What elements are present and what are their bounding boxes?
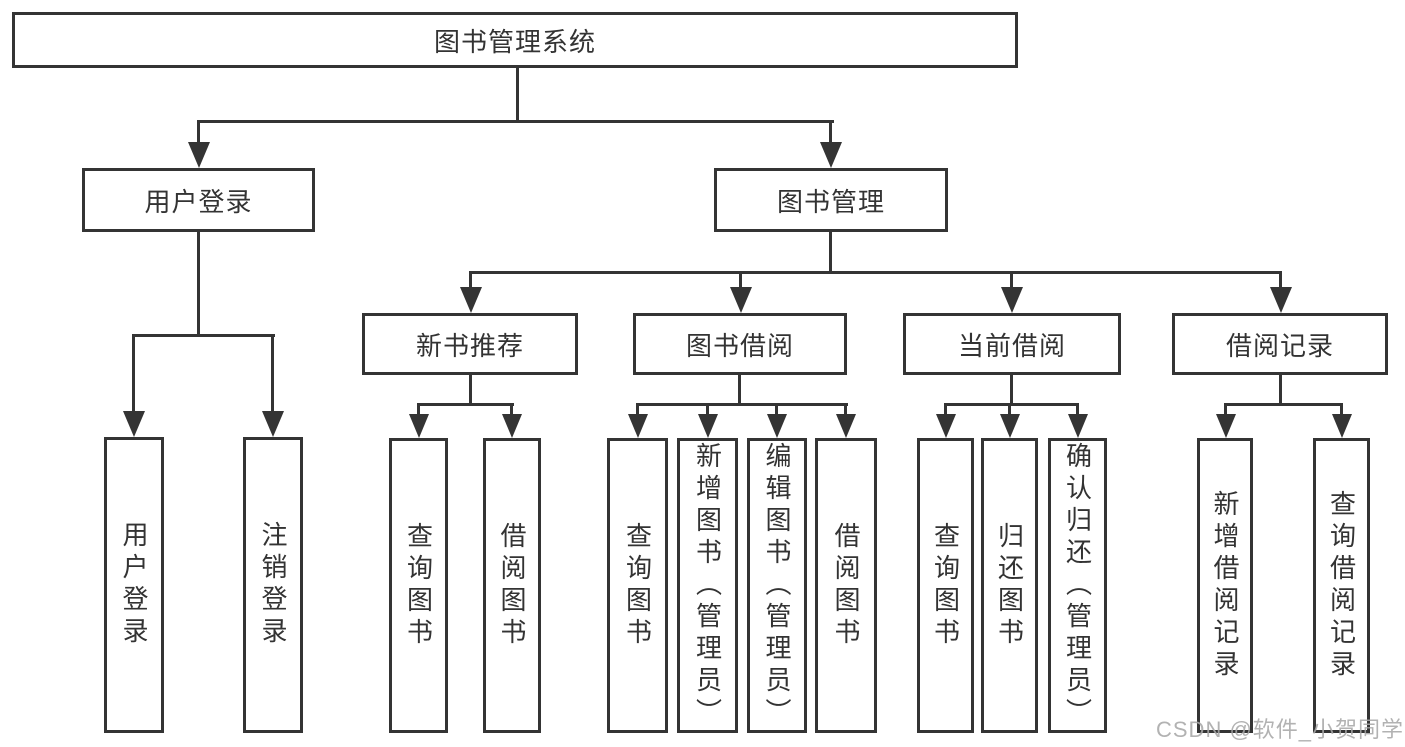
node-current-borrow-label: 当前借阅: [957, 330, 1066, 361]
arrowhead-icon: [1001, 287, 1023, 313]
connector-line: [417, 403, 420, 417]
leaf-cb-query-books-label: 查询图书: [930, 521, 961, 650]
arrowhead-icon: [1332, 414, 1352, 438]
node-root-label: 图书管理系统: [433, 26, 596, 57]
arrowhead-icon: [1270, 287, 1292, 313]
node-borrow-records-label: 借阅记录: [1225, 330, 1334, 361]
arrowhead-icon: [730, 287, 752, 313]
leaf-br-add-record-label: 新增借阅记录: [1210, 489, 1241, 682]
leaf-bb-query-books: 查询图书: [607, 438, 668, 733]
node-book-management: 图书管理: [714, 168, 948, 232]
leaf-logout-label: 注销登录: [258, 521, 289, 649]
connector-line: [510, 403, 513, 417]
connector-line: [829, 232, 832, 274]
connector-line: [197, 120, 200, 146]
connector-line: [516, 68, 519, 123]
connector-line: [1008, 403, 1011, 417]
arrowhead-icon: [767, 414, 787, 438]
leaf-cb-return-books: 归还图书: [981, 438, 1038, 733]
connector-line: [944, 403, 1079, 406]
arrowhead-icon: [1068, 414, 1088, 438]
arrowhead-icon: [262, 411, 284, 437]
connector-line: [636, 403, 848, 406]
node-new-book-recommend: 新书推荐: [362, 313, 578, 375]
arrowhead-icon: [123, 411, 145, 437]
node-borrow-records: 借阅记录: [1172, 313, 1388, 375]
leaf-logout: 注销登录: [243, 437, 303, 733]
connector-line: [944, 403, 947, 417]
arrowhead-icon: [820, 142, 842, 168]
connector-line: [1340, 403, 1343, 417]
connector-line: [738, 375, 741, 406]
arrowhead-icon: [628, 414, 648, 438]
connector-line: [132, 334, 135, 416]
connector-line: [844, 403, 847, 417]
arrowhead-icon: [936, 414, 956, 438]
arrowhead-icon: [1216, 414, 1236, 438]
connector-line: [1224, 403, 1227, 417]
leaf-bb-add-books-admin: 新增图书（管理员）: [677, 438, 738, 733]
leaf-cb-return-books-label: 归还图书: [994, 521, 1025, 650]
leaf-cb-query-books: 查询图书: [917, 438, 974, 733]
node-book-borrow: 图书借阅: [633, 313, 847, 375]
watermark: CSDN @软件_小贺同学: [1156, 717, 1405, 742]
leaf-user-login-label: 用户登录: [119, 521, 150, 649]
connector-line: [1279, 375, 1282, 406]
node-user-login-label: 用户登录: [144, 186, 253, 217]
connector-line: [271, 334, 274, 416]
leaf-bb-add-books-admin-label: 新增图书（管理员）: [692, 441, 723, 730]
leaf-cb-confirm-return-admin-label: 确认归还（管理员）: [1062, 441, 1093, 730]
connector-line: [1224, 403, 1343, 406]
connector-line: [829, 120, 832, 146]
connector-line: [469, 271, 1282, 274]
leaf-br-query-record: 查询借阅记录: [1313, 438, 1370, 733]
connector-line: [197, 232, 200, 337]
leaf-bb-borrow-books: 借阅图书: [815, 438, 877, 733]
arrowhead-icon: [460, 287, 482, 313]
node-current-borrow: 当前借阅: [903, 313, 1121, 375]
connector-line: [197, 120, 834, 123]
arrowhead-icon: [409, 414, 429, 438]
leaf-bb-borrow-books-label: 借阅图书: [831, 521, 862, 650]
connector-line: [1076, 403, 1079, 417]
leaf-nb-query-books: 查询图书: [389, 438, 448, 733]
node-book-borrow-label: 图书借阅: [685, 330, 794, 361]
leaf-br-add-record: 新增借阅记录: [1197, 438, 1253, 733]
connector-line: [1279, 271, 1282, 291]
arrowhead-icon: [836, 414, 856, 438]
leaf-bb-edit-books-admin: 编辑图书（管理员）: [747, 438, 807, 733]
node-book-management-label: 图书管理: [776, 186, 885, 217]
leaf-cb-confirm-return-admin: 确认归还（管理员）: [1048, 438, 1107, 733]
connector-line: [132, 334, 275, 337]
connector-line: [417, 403, 514, 406]
arrowhead-icon: [188, 142, 210, 168]
leaf-bb-query-books-label: 查询图书: [622, 521, 653, 650]
node-new-book-recommend-label: 新书推荐: [415, 330, 524, 361]
connector-line: [1010, 375, 1013, 406]
leaf-nb-query-books-label: 查询图书: [403, 521, 434, 650]
connector-line: [636, 403, 639, 417]
connector-line: [739, 271, 742, 291]
node-user-login: 用户登录: [82, 168, 315, 232]
connector-line: [706, 403, 709, 417]
connector-line: [1010, 271, 1013, 291]
leaf-br-query-record-label: 查询借阅记录: [1326, 489, 1357, 682]
node-root: 图书管理系统: [12, 12, 1018, 68]
connector-line: [775, 403, 778, 417]
arrowhead-icon: [1000, 414, 1020, 438]
arrowhead-icon: [698, 414, 718, 438]
leaf-bb-edit-books-admin-label: 编辑图书（管理员）: [762, 441, 793, 730]
leaf-nb-borrow-books: 借阅图书: [483, 438, 541, 733]
arrowhead-icon: [502, 414, 522, 438]
leaf-nb-borrow-books-label: 借阅图书: [497, 521, 528, 650]
connector-line: [469, 271, 472, 291]
connector-line: [469, 375, 472, 406]
leaf-user-login: 用户登录: [104, 437, 164, 733]
